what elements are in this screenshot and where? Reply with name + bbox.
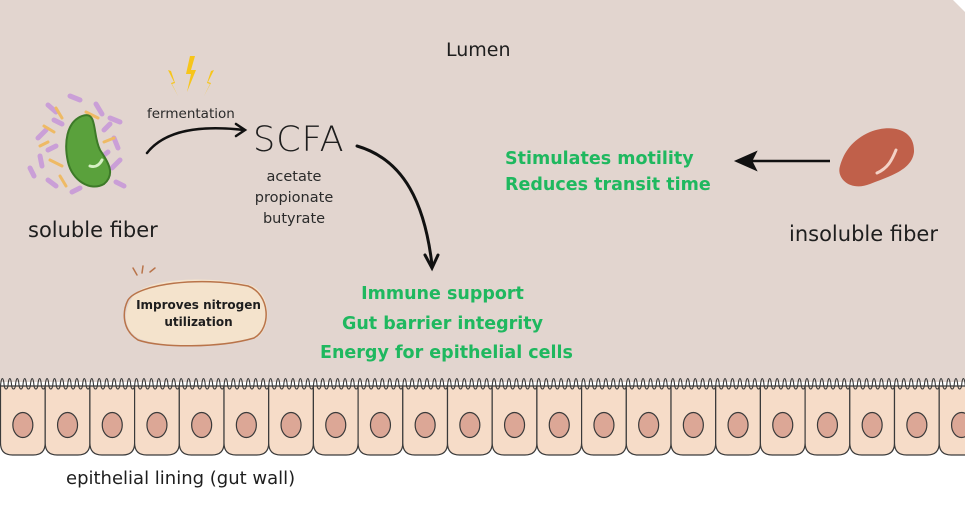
- benefit-item: Gut barrier integrity: [341, 313, 544, 334]
- cell-nucleus: [235, 411, 257, 439]
- scfa-type: butyrate: [262, 211, 326, 227]
- microvilli: [402, 377, 449, 390]
- benefit-item: Energy for epithelial cells: [320, 343, 573, 363]
- microvilli: [491, 377, 538, 390]
- soluble-fiber-label: soluble fiber: [28, 218, 158, 242]
- nitrogen-note-line: Improves nitrogen: [136, 298, 261, 312]
- microvilli: [670, 377, 717, 390]
- cell-nucleus: [414, 411, 436, 439]
- scfa-types-list: acetate propionate butyrate: [254, 167, 334, 230]
- microvilli: [536, 377, 583, 390]
- microvilli: [312, 377, 359, 390]
- scfa-benefits-list: Immune support Gut barrier integrity Ene…: [320, 280, 573, 369]
- microvilli: [581, 377, 627, 390]
- cell-nucleus: [861, 411, 883, 439]
- insoluble-fiber-arrow: [733, 150, 830, 172]
- cell-nucleus: [325, 411, 347, 439]
- microvilli: [759, 377, 806, 390]
- cell-nucleus: [816, 411, 839, 439]
- cell-nucleus: [638, 411, 660, 439]
- nitrogen-note-line: utilization: [164, 315, 233, 329]
- epithelial-lining-label: epithelial lining (gut wall): [66, 468, 296, 489]
- microvilli: [178, 377, 225, 390]
- microvilli: [268, 377, 314, 390]
- epithelial-cells: [0, 377, 965, 456]
- cell-nucleus: [682, 411, 704, 439]
- benefit-item: Immune support: [361, 284, 524, 304]
- soluble-fiber-bean-icon: [65, 114, 112, 188]
- microvilli: [223, 377, 270, 390]
- insoluble-benefits-list: Stimulates motility Reduces transit time: [505, 146, 711, 198]
- microvilli: [715, 377, 761, 390]
- scfa-type: propionate: [254, 190, 334, 206]
- cell-nucleus: [146, 411, 168, 439]
- cell-nucleus: [906, 411, 928, 439]
- scfa-benefits-arrow: [355, 144, 440, 272]
- fermentation-arrow: [145, 122, 248, 155]
- cell-nucleus: [593, 411, 615, 439]
- cell-nucleus: [727, 411, 749, 439]
- insoluble-fiber-bean-icon: [839, 128, 915, 187]
- insoluble-fiber-label: insoluble fiber: [789, 222, 938, 246]
- microvilli: [804, 377, 851, 390]
- microvilli: [625, 377, 672, 390]
- scfa-label: SCFA: [253, 120, 345, 160]
- nitrogen-note-text: Improves nitrogen utilization: [126, 297, 271, 331]
- cell-nucleus: [280, 411, 302, 439]
- microvilli: [357, 377, 404, 390]
- microvilli: [446, 377, 493, 390]
- microvilli: [134, 377, 180, 390]
- cell-nucleus: [12, 411, 34, 439]
- cell-nucleus: [369, 411, 392, 439]
- benefit-item: Stimulates motility: [505, 149, 694, 169]
- cell-nucleus: [548, 411, 570, 439]
- cell-nucleus: [101, 411, 123, 439]
- microvilli: [89, 377, 136, 390]
- microvilli: [849, 377, 896, 390]
- microvilli: [0, 377, 46, 390]
- cell-nucleus: [772, 411, 794, 439]
- microvilli: [893, 377, 940, 390]
- cell-nucleus: [459, 411, 481, 439]
- nitrogen-note-bubble: [123, 265, 268, 347]
- cell-nucleus: [503, 411, 526, 439]
- microvilli: [938, 377, 965, 390]
- benefit-item: Reduces transit time: [505, 175, 711, 195]
- cell-nucleus: [56, 411, 79, 439]
- scfa-type: acetate: [266, 169, 322, 185]
- cell-nucleus: [191, 411, 213, 439]
- lightning-icon: [168, 56, 214, 96]
- microvilli: [44, 377, 91, 390]
- lumen-label: Lumen: [446, 39, 511, 61]
- cell-nucleus: [950, 411, 965, 439]
- fermentation-label: fermentation: [147, 106, 235, 122]
